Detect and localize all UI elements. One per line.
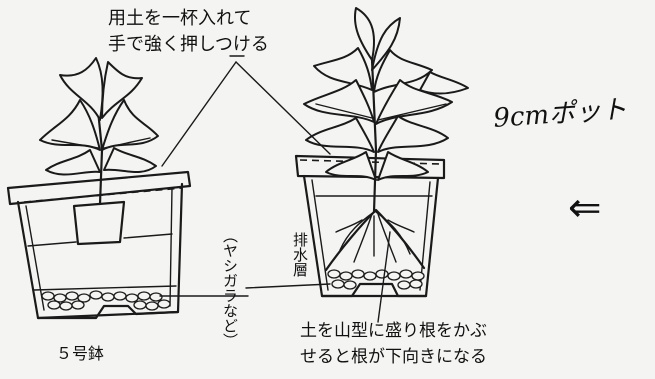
bottom-caption: 土を山型に盛り根をかぶ せると根が下向きになる [300, 318, 487, 370]
right-drain-pebbles [327, 269, 425, 290]
bottom-caption-line2: せると根が下向きになる [300, 347, 487, 367]
double-left-arrow-icon: ⇐ [568, 185, 602, 231]
drain-material-label: （ヤシガラなど） [221, 228, 239, 348]
pot-size-label: ５号鉢 [56, 344, 105, 363]
top-caption-line2: 手で強く押しつける [108, 34, 269, 55]
left-drain-pebbles [41, 290, 171, 311]
bottom-caption-line1: 土を山型に盛り根をかぶ [300, 321, 487, 341]
right-plant [303, 7, 469, 263]
top-caption-line1: 用土を一杯入れて [108, 8, 252, 29]
drain-layer-label: 排水層 [291, 232, 309, 277]
leader-lines [159, 55, 391, 323]
top-caption: 用土を一杯入れて 手で強く押しつける [108, 6, 269, 58]
left-pot [6, 170, 192, 320]
left-plant [39, 57, 159, 206]
